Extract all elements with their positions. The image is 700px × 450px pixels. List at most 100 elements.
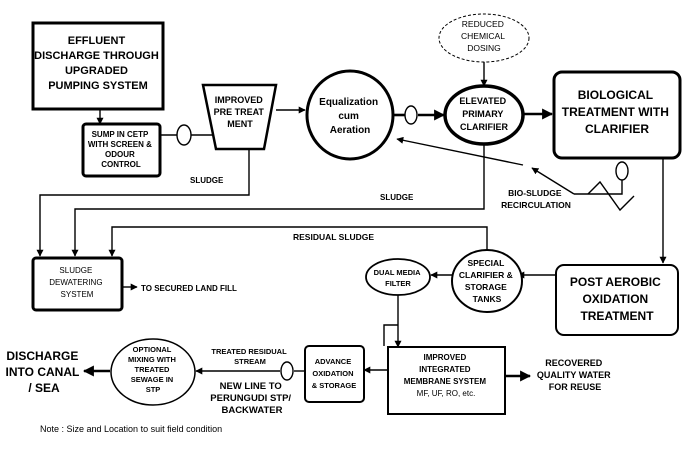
svg-text:SPECIAL CLARIFIER &: SPECIAL CLARIFIER & STORAGE TANKS <box>459 258 515 304</box>
new-line-line-1: NEW LINE TO <box>220 381 282 392</box>
optional-mixing-box: OPTIONAL MIXING WITH TREATED SEWAGE IN S… <box>110 338 196 406</box>
recovered-line-2: QUALITY WATER <box>537 370 611 380</box>
mixing-line-3: TREATED <box>135 365 170 374</box>
pretreatment-line-2: PRE TREAT <box>214 107 265 117</box>
chemical-line-2: CHEMICAL <box>461 31 505 41</box>
valve-biological <box>615 161 629 181</box>
chemical-line-1: REDUCED <box>462 19 504 29</box>
discharge-line-3: / SEA <box>28 381 60 395</box>
dual-line-2: FILTER <box>385 279 411 288</box>
mixing-line-2: MIXING WITH <box>128 355 176 364</box>
equalization-line-2: cum <box>338 111 359 122</box>
special-line-2: CLARIFIER & <box>459 270 513 280</box>
membrane-line-1: IMPROVED <box>424 353 467 362</box>
label-new-line: NEW LINE TO PERUNGUDI STP/ BACKWATER <box>210 381 293 416</box>
primary-line-1: ELEVATED <box>459 96 506 106</box>
pretreatment-line-3: MENT <box>227 119 253 129</box>
line-dual-junction <box>383 324 398 346</box>
dual-media-box: DUAL MEDIA FILTER <box>365 258 431 296</box>
effluent-line-1: EFFLUENT <box>68 35 126 47</box>
sump-line-3: ODOUR <box>105 150 135 159</box>
dual-line-1: DUAL MEDIA <box>374 268 422 277</box>
special-line-4: TANKS <box>473 294 502 304</box>
reduced-chemical-box: REDUCED CHEMICAL DOSING <box>438 13 530 63</box>
bio-sludge-line-2: RECIRCULATION <box>501 200 571 210</box>
pretreatment-box: IMPROVED PRE TREAT MENT <box>201 83 278 151</box>
label-recovered-water: RECOVERED QUALITY WATER FOR REUSE <box>537 358 613 392</box>
svg-text:SUMP IN CETP WITH SCREEN: SUMP IN CETP WITH SCREEN & ODOUR CONTROL <box>88 130 154 169</box>
special-line-1: SPECIAL <box>467 258 504 268</box>
new-line-line-3: BACKWATER <box>221 405 282 416</box>
recovered-line-3: FOR REUSE <box>549 382 602 392</box>
dewatering-line-2: DEWATERING <box>49 278 102 287</box>
flow-lines <box>36 62 667 382</box>
dewatering-line-1: SLUDGE <box>59 266 92 275</box>
mixing-line-1: OPTIONAL <box>133 345 172 354</box>
svg-text:POST AEROBIC OXIDATION: POST AEROBIC OXIDATION TREATMENT <box>570 275 664 323</box>
sump-line-2: WITH SCREEN & <box>88 140 152 149</box>
svg-text:DUAL MEDIA FILTER: DUAL MEDIA FILTER <box>374 268 423 288</box>
post-aerobic-box: POST AEROBIC OXIDATION TREATMENT <box>555 264 679 336</box>
label-residual-sludge: RESIDUAL SLUDGE <box>293 232 374 242</box>
valve-sump <box>176 124 192 146</box>
line-sludge-primary <box>71 144 485 257</box>
advance-oxidation-box: ADVANCE OXIDATION & STORAGE <box>304 345 365 403</box>
advance-line-3: & STORAGE <box>312 381 356 390</box>
svg-text:ELEVATED PRIMARY C: ELEVATED PRIMARY CLARIFIER <box>459 96 508 132</box>
svg-text:SLUDGE DEWATERING: SLUDGE DEWATERING SYSTEM <box>49 266 105 299</box>
biological-line-1: BIOLOGICAL <box>578 88 653 102</box>
label-secured-landfill: TO SECURED LAND FILL <box>141 284 237 293</box>
pretreatment-line-1: IMPROVED <box>215 95 264 105</box>
label-bio-sludge: BIO-SLUDGE RECIRCULATION <box>501 188 571 210</box>
valve-advance <box>280 361 294 381</box>
equalization-line-3: Aeration <box>330 125 371 136</box>
discharge-line-2: INTO CANAL <box>6 365 80 379</box>
primary-clarifier-box: ELEVATED PRIMARY CLARIFIER <box>443 84 525 146</box>
sludge-dewatering-box: SLUDGE DEWATERING SYSTEM <box>31 256 124 312</box>
primary-line-2: PRIMARY <box>462 109 503 119</box>
treated-residual-line-2: STREAM <box>234 357 266 366</box>
membrane-line-2: INTEGRATED <box>419 365 471 374</box>
svg-text:EFFLUENT DISCHARGE THROU: EFFLUENT DISCHARGE THROUGH UPGRADED PUMP… <box>34 35 162 92</box>
sump-line-4: CONTROL <box>101 160 141 169</box>
valve-equalization <box>404 105 418 125</box>
svg-text:IMPROVED INTEGRATED: IMPROVED INTEGRATED MEMBRANE SYSTEM MF, … <box>404 353 488 398</box>
chemical-line-3: DOSING <box>467 43 501 53</box>
special-line-3: STORAGE <box>465 282 507 292</box>
mixing-line-5: STP <box>146 385 161 394</box>
equalization-box: Equalization cum Aeration <box>305 69 395 161</box>
equalization-line-1: Equalization <box>319 97 378 108</box>
biological-line-3: CLARIFIER <box>585 122 649 136</box>
label-sludge-primary: SLUDGE <box>380 193 414 202</box>
line-sludge-pretreatment <box>36 149 250 257</box>
note-text: Note : Size and Location to suit field c… <box>40 424 222 434</box>
effluent-line-4: PUMPING SYSTEM <box>48 80 148 92</box>
effluent-line-2: DISCHARGE THROUGH <box>34 50 159 62</box>
special-clarifier-box: SPECIAL CLARIFIER & STORAGE TANKS <box>451 249 523 313</box>
svg-text:Equalization cum A: Equalization cum Aeration <box>319 97 381 136</box>
svg-text:ADVANCE OXIDATION: ADVANCE OXIDATION & STORAGE <box>312 357 356 390</box>
advance-line-2: OXIDATION <box>312 369 353 378</box>
label-discharge: DISCHARGE INTO CANAL / SEA <box>6 349 83 395</box>
sump-line-1: SUMP IN CETP <box>92 130 149 139</box>
membrane-line-4: MF, UF, RO, etc. <box>417 389 476 398</box>
label-sludge-pretreatment: SLUDGE <box>190 176 224 185</box>
svg-text:REDUCED CHEMICAL D: REDUCED CHEMICAL DOSING <box>461 19 507 53</box>
discharge-line-1: DISCHARGE <box>6 349 78 363</box>
recovered-line-1: RECOVERED <box>545 358 603 368</box>
biological-line-2: TREATMENT WITH <box>562 105 669 119</box>
label-treated-residual: TREATED RESIDUAL STREAM <box>211 347 288 366</box>
dewatering-line-3: SYSTEM <box>61 290 94 299</box>
new-line-line-2: PERUNGUDI STP/ <box>210 393 291 404</box>
bio-sludge-line-1: BIO-SLUDGE <box>508 188 562 198</box>
post-line-3: TREATMENT <box>580 309 654 323</box>
effluent-line-3: UPGRADED <box>65 65 128 77</box>
sump-box: SUMP IN CETP WITH SCREEN & ODOUR CONTROL <box>81 122 162 178</box>
treated-residual-line-1: TREATED RESIDUAL <box>211 347 287 356</box>
svg-text:OPTIONAL MIXING WITH: OPTIONAL MIXING WITH TREATED SEWAGE IN S… <box>128 345 178 394</box>
membrane-line-3: MEMBRANE SYSTEM <box>404 377 487 386</box>
line-recirc-zigzag <box>587 180 635 212</box>
advance-line-1: ADVANCE <box>315 357 352 366</box>
effluent-box: EFFLUENT DISCHARGE THROUGH UPGRADED PUMP… <box>31 21 165 111</box>
